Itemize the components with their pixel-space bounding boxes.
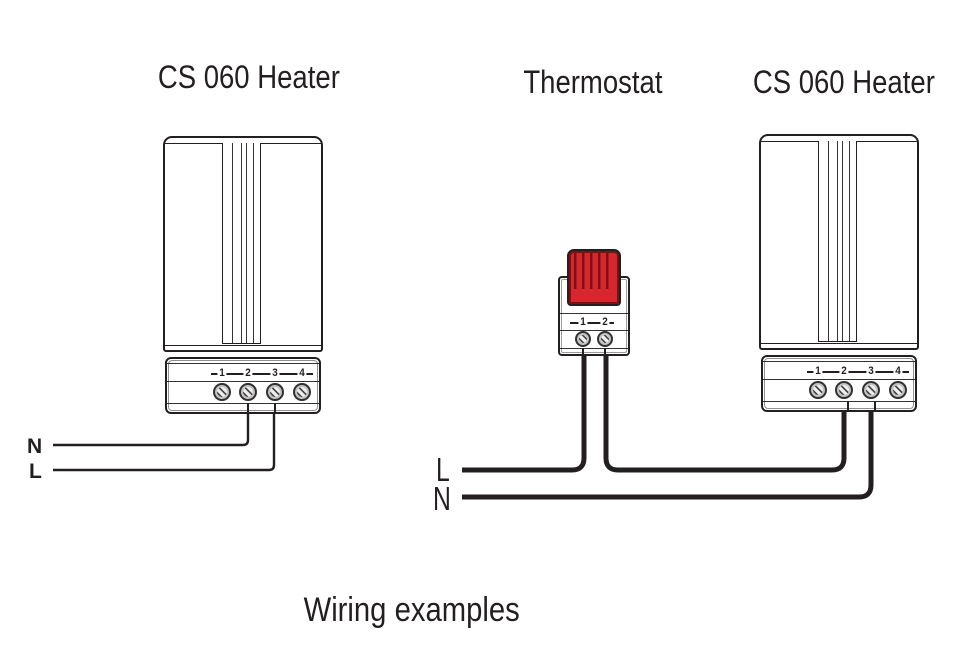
terminal-screw-1 [213,383,231,401]
terminal-number-1: 1 [217,367,227,380]
heater-body [163,136,323,352]
left-heater-device: 1 2 3 4 [163,136,323,414]
terminal-fin-line [167,363,319,365]
page-caption: Wiring examples [303,591,521,629]
terminal-number-line [211,373,313,375]
heater-body [759,134,919,350]
terminal-fin-line [167,381,319,383]
terminal-number-line [570,322,614,324]
grille-line [837,141,839,341]
right-heater-device: 1 2 3 4 [759,134,919,412]
wire-l-to-thermostat [462,352,587,473]
wire-stub [247,403,249,412]
heater-foot-line [165,345,321,346]
thermostat-knob [567,249,621,306]
grille-line [842,141,844,341]
heater-foot-line [761,343,917,344]
grille-line [253,143,255,343]
terminal-number-2: 2 [839,365,849,378]
grille-line [849,141,851,341]
terminal-screw-2 [239,383,257,401]
wire-stub [582,348,584,356]
terminal-fin-line [560,348,628,350]
thermostat-device: 1 2 [558,249,630,356]
terminal-number-4: 4 [893,365,903,378]
right-supply-l-label: L [436,451,450,488]
terminal-number-3: 3 [866,365,876,378]
wire-l-to-left-heater [53,412,276,472]
grille-line [241,143,243,343]
terminal-fin-line [763,401,915,403]
right-supply-n-label: N [433,480,451,517]
grille-line [828,141,830,341]
right-heater-title: CS 060 Heater [752,64,935,100]
terminal-number-2: 2 [243,367,253,380]
thermostat-terminal-number-1: 1 [578,316,588,329]
heater-grille [222,143,261,344]
wire-n-to-left-heater [53,412,250,447]
terminal-fin-line [763,379,915,381]
wire-stub [274,403,276,412]
thermostat-title: Thermostat [523,64,663,100]
terminal-number-4: 4 [297,367,307,380]
terminal-screw-4 [889,381,907,399]
terminal-fin-line [560,330,628,332]
grille-line [232,143,234,343]
terminal-number-1: 1 [813,365,823,378]
terminal-number-3: 3 [270,367,280,380]
terminal-fin-line [763,361,915,363]
left-supply-l-label: L [29,460,42,483]
terminal-screw-4 [293,383,311,401]
left-supply-n-label: N [27,435,43,458]
wire-n-to-right-heater [462,412,874,500]
terminal-screw-2 [835,381,853,399]
heater-terminal-block: 1 2 3 4 [761,355,917,412]
heater-grille [818,141,857,342]
terminal-number-line [807,371,909,373]
terminal-screw-3 [862,381,880,399]
terminal-screw-3 [266,383,284,401]
thermostat-terminal-screw-2 [597,331,613,347]
thermostat-terminal-number-2: 2 [600,316,610,329]
terminal-screw-1 [809,381,827,399]
heater-terminal-block: 1 2 3 4 [165,357,321,414]
left-heater-title: CS 060 Heater [157,59,340,95]
thermostat-terminal-screw-1 [575,331,591,347]
wire-stub [874,401,876,410]
grille-line [246,143,248,343]
wire-stub [847,401,849,410]
wire-thermostat-to-heater [603,352,847,473]
terminal-fin-line [167,403,319,405]
terminal-fin-line [560,313,628,315]
wire-stub [604,348,606,356]
